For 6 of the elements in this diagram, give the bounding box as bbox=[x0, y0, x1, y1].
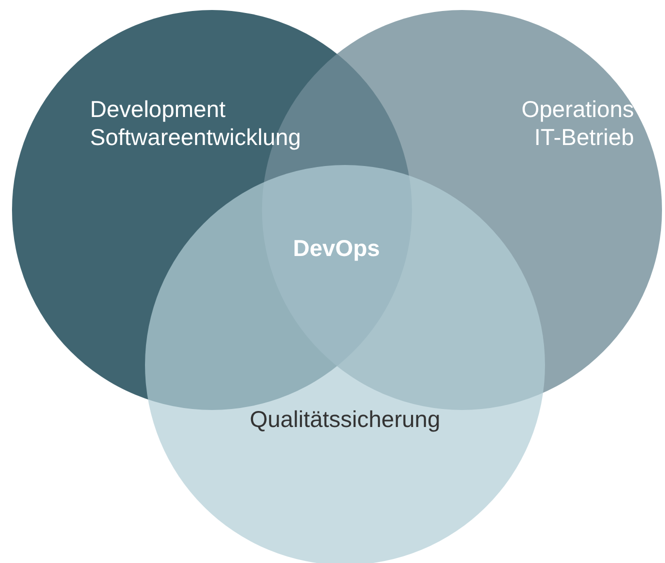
circle-label: Development bbox=[90, 95, 226, 123]
intersection-label: DevOps bbox=[293, 235, 380, 262]
circle-label: IT-Betrieb bbox=[534, 123, 634, 151]
circle-label: Operations bbox=[521, 95, 634, 123]
circle-label: Softwareentwicklung bbox=[90, 123, 301, 151]
circle-label: Qualitätssicherung bbox=[248, 405, 442, 433]
